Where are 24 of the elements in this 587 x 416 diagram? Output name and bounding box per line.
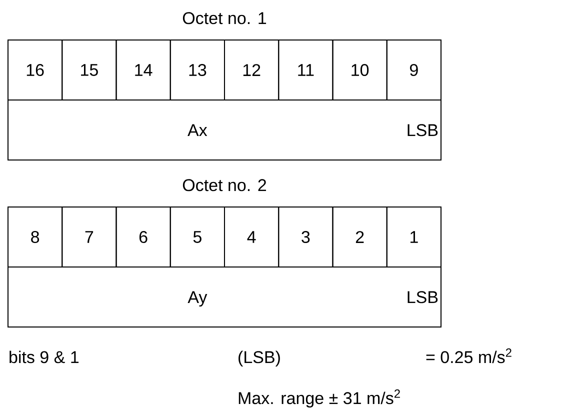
bit-cell: 2 [332,206,388,268]
bit-cell: 3 [278,206,334,268]
table-title: Octet no. 2 [182,179,266,192]
bit-cell: 6 [116,206,171,268]
bit-cell: 12 [224,40,280,100]
bit-cell: 10 [332,40,388,100]
bit-cell: 9 [386,40,442,100]
bit-cell: 4 [224,206,280,268]
bit-cell: 7 [62,206,117,268]
bit-cell: 1 [386,206,442,268]
note-text: Max. range ± 31 m/s$^{2}$ [238,389,400,408]
note-text: = 0.25 m/s$^{2}$ [426,348,512,364]
bit-cell: 5 [170,206,225,268]
table-title: Octet no. 1 [182,12,266,24]
note-text: (LSB) [238,350,280,367]
bit-cell: 8 [8,206,63,268]
field-row: Ay LSB [8,266,442,328]
bit-cell: 14 [116,40,171,100]
field-row: Ax LSB [8,100,442,160]
bit-cell: 11 [278,40,334,100]
note-text: bits 9 & 1 [10,350,79,364]
bit-cell: 13 [170,40,225,100]
bit-cell: 15 [62,40,117,100]
bit-cell: 16 [8,40,63,100]
